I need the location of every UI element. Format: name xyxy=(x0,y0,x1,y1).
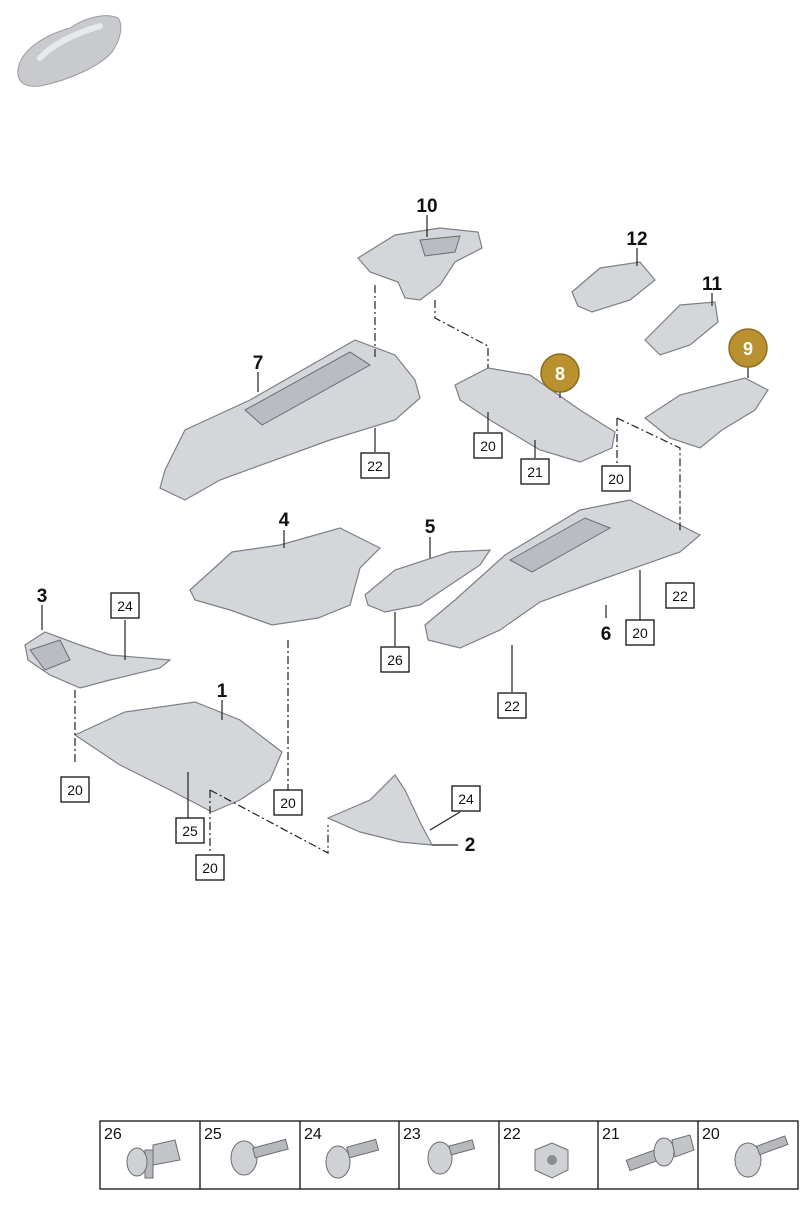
part-5-shield[interactable] xyxy=(364,549,492,613)
part-1-shield[interactable] xyxy=(73,701,283,813)
callout-10: 10 xyxy=(416,196,437,217)
ref-box-26[interactable]: 26 xyxy=(380,646,410,673)
ref-box-25[interactable]: 25 xyxy=(175,817,205,844)
part-3-shield[interactable] xyxy=(24,631,172,689)
part-7-shield[interactable] xyxy=(159,339,421,501)
callout-9: 9 xyxy=(743,339,753,359)
callout-7: 7 xyxy=(253,353,264,374)
car-thumbnail[interactable] xyxy=(17,15,122,87)
legend-label-22: 22 xyxy=(503,1126,521,1143)
ref-box-22-b[interactable]: 22 xyxy=(665,582,695,609)
fastener-20-screw-icon[interactable] xyxy=(734,1135,789,1178)
part-6-shield[interactable] xyxy=(424,499,702,649)
callout-2: 2 xyxy=(465,835,476,856)
legend-label-24: 24 xyxy=(304,1126,322,1143)
callout-1: 1 xyxy=(217,681,228,702)
legend-label-23: 23 xyxy=(403,1126,421,1143)
svg-text:24: 24 xyxy=(117,598,133,614)
callout-3: 3 xyxy=(37,586,48,607)
legend-label-21: 21 xyxy=(602,1126,620,1143)
svg-text:22: 22 xyxy=(672,588,688,604)
legend-label-25: 25 xyxy=(204,1126,222,1143)
callout-11: 11 xyxy=(702,274,723,295)
part-4-shield[interactable] xyxy=(189,527,382,626)
ref-box-22-a[interactable]: 22 xyxy=(360,452,390,479)
legend-label-20: 20 xyxy=(702,1126,720,1143)
highlight-callout-8[interactable]: 8 xyxy=(540,353,580,393)
svg-text:20: 20 xyxy=(280,795,296,811)
ref-box-24-b[interactable]: 24 xyxy=(451,785,481,812)
part-2-shield[interactable] xyxy=(326,774,434,846)
ref-box-20-f[interactable]: 20 xyxy=(195,854,225,881)
fastener-26-clip-icon[interactable] xyxy=(126,1139,181,1179)
ref-box-21[interactable]: 21 xyxy=(520,458,550,485)
fastener-22-nut-icon[interactable] xyxy=(534,1142,569,1179)
svg-text:20: 20 xyxy=(608,471,624,487)
ref-box-20-e[interactable]: 20 xyxy=(273,789,303,816)
svg-text:22: 22 xyxy=(367,458,383,474)
callout-5: 5 xyxy=(425,517,436,538)
fastener-23-screw-icon[interactable] xyxy=(427,1139,476,1175)
svg-text:20: 20 xyxy=(202,860,218,876)
part-9-shield[interactable] xyxy=(643,377,769,449)
fastener-24-bolt-icon[interactable] xyxy=(325,1138,380,1179)
callout-12: 12 xyxy=(626,229,647,250)
fastener-25-screw-icon[interactable] xyxy=(230,1138,289,1176)
part-8-shield[interactable] xyxy=(454,367,616,463)
part-10-shield[interactable] xyxy=(357,227,483,301)
highlight-callout-9[interactable]: 9 xyxy=(728,328,768,368)
svg-text:20: 20 xyxy=(632,625,648,641)
svg-text:25: 25 xyxy=(182,823,198,839)
svg-text:20: 20 xyxy=(67,782,83,798)
callout-8: 8 xyxy=(555,364,565,384)
leader-lines xyxy=(41,215,749,846)
svg-text:22: 22 xyxy=(504,698,520,714)
svg-text:24: 24 xyxy=(458,791,474,807)
fastener-legend: 26 25 24 23 22 21 20 xyxy=(99,1120,799,1190)
ref-box-20-c[interactable]: 20 xyxy=(625,619,655,646)
part-12-shield[interactable] xyxy=(571,261,656,313)
part-11-shield[interactable] xyxy=(644,301,719,356)
ref-box-22-c[interactable]: 22 xyxy=(497,692,527,719)
ref-box-20-a[interactable]: 20 xyxy=(473,432,503,459)
svg-text:26: 26 xyxy=(387,652,403,668)
callout-6: 6 xyxy=(601,624,612,645)
callout-4: 4 xyxy=(279,510,290,531)
svg-text:20: 20 xyxy=(480,438,496,454)
connection-lines xyxy=(74,285,681,855)
ref-box-24-a[interactable]: 24 xyxy=(110,592,140,619)
fastener-21-rivet-icon[interactable] xyxy=(625,1134,695,1172)
svg-text:21: 21 xyxy=(527,464,543,480)
legend-label-26: 26 xyxy=(104,1126,122,1143)
ref-box-20-d[interactable]: 20 xyxy=(60,776,90,803)
ref-box-20-b[interactable]: 20 xyxy=(601,465,631,492)
